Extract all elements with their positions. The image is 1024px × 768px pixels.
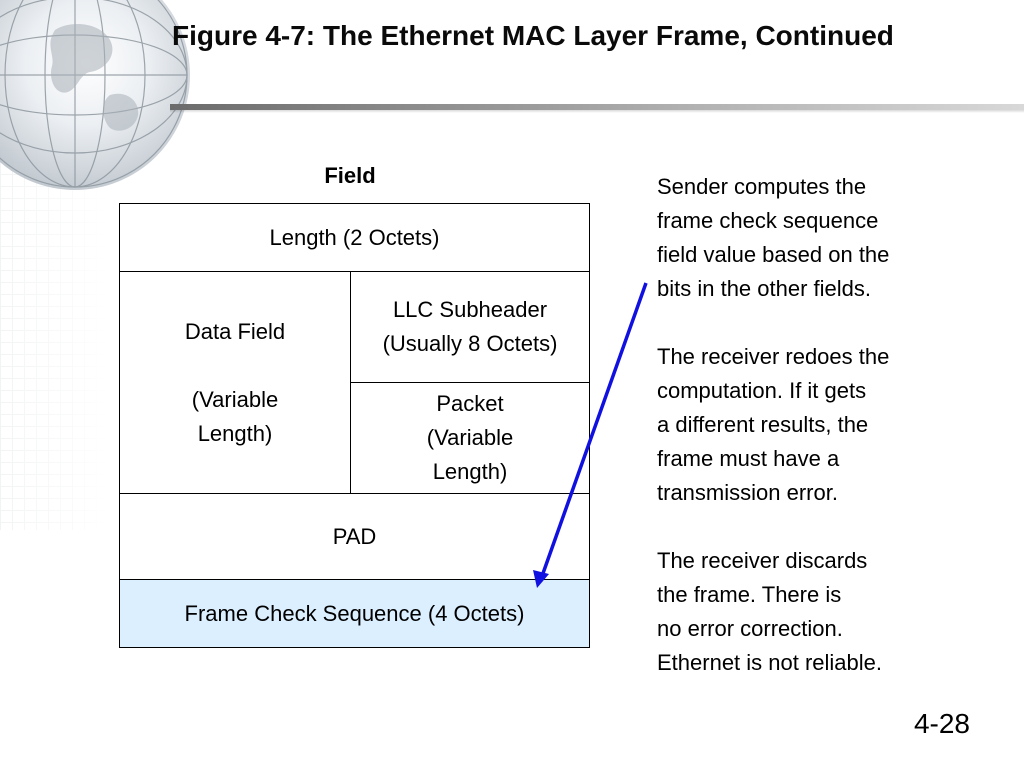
length-field-label: Length (2 Octets) bbox=[269, 224, 440, 250]
slide-title: Figure 4-7: The Ethernet MAC Layer Frame… bbox=[172, 20, 894, 51]
globe-logo bbox=[0, 0, 190, 190]
field-header: Field bbox=[324, 163, 376, 188]
fcs-field-label: Frame Check Sequence (4 Octets) bbox=[184, 600, 525, 626]
data-field-sublabel: (Variable Length) bbox=[191, 386, 279, 446]
title-divider bbox=[170, 104, 1024, 110]
pad-field-label: PAD bbox=[332, 523, 377, 549]
title-divider-shadow bbox=[170, 110, 1024, 113]
notes-panel: Sender computes the frame check sequence… bbox=[657, 170, 997, 680]
data-field: Data Field (Variable Length) bbox=[119, 271, 351, 494]
note-discard: The receiver discards the frame. There i… bbox=[657, 548, 883, 675]
arrow-head-icon bbox=[533, 570, 549, 588]
packet-field-label: Packet (Variable Length) bbox=[426, 391, 514, 484]
note-receiver: The receiver redoes the computation. If … bbox=[657, 344, 890, 505]
globe-icon bbox=[0, 0, 188, 188]
note-sender: Sender computes the frame check sequence… bbox=[657, 174, 890, 301]
slide-number: 4-28 bbox=[913, 708, 970, 739]
llc-subheader-field: LLC Subheader (Usually 8 Octets) bbox=[350, 271, 590, 383]
length-field: Length (2 Octets) bbox=[119, 203, 590, 272]
fcs-field: Frame Check Sequence (4 Octets) bbox=[119, 579, 590, 648]
data-field-label: Data Field bbox=[184, 318, 286, 344]
llc-subheader-label: LLC Subheader (Usually 8 Octets) bbox=[382, 297, 558, 356]
packet-field: Packet (Variable Length) bbox=[350, 382, 590, 494]
background-grid bbox=[0, 150, 110, 530]
